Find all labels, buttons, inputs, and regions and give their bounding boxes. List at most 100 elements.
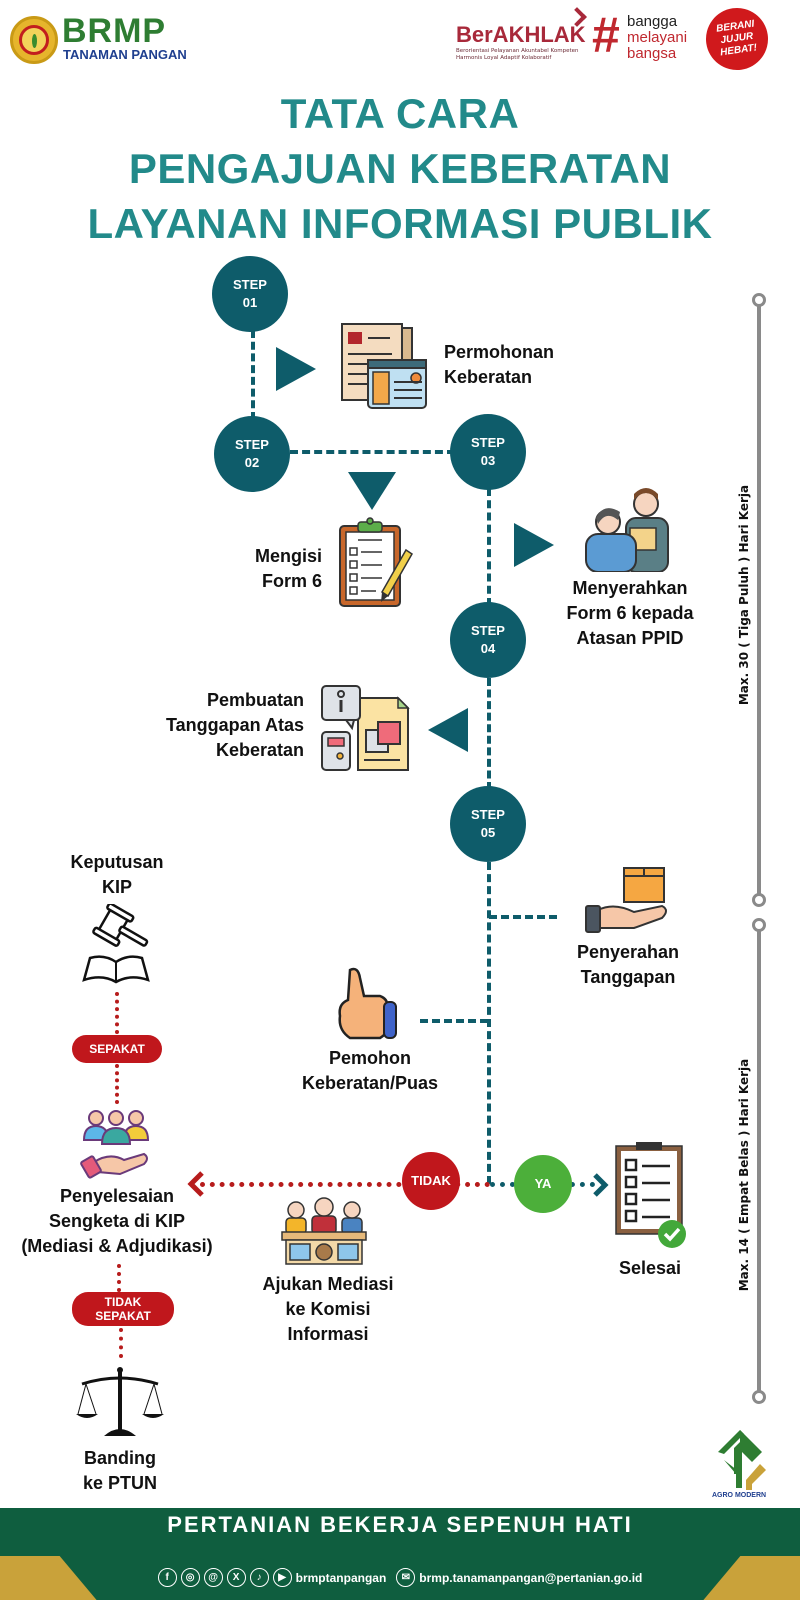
- label-selesai: Selesai: [618, 1258, 682, 1278]
- label-line: Pemohon: [328, 1048, 411, 1068]
- bangga-melayani-logo: bangga melayani bangsa: [627, 14, 687, 62]
- title-line-3: LAYANAN INFORMASI PUBLIK: [87, 200, 713, 247]
- label-line: Keputusan: [70, 852, 164, 872]
- label-mengisi-form: Mengisi Form 6: [220, 544, 322, 594]
- decision-tidak: TIDAK: [402, 1152, 460, 1210]
- facebook-icon[interactable]: f: [157, 1568, 177, 1587]
- connector-kip-sepakat: [115, 992, 119, 1034]
- label-line: Keberatan/Puas: [301, 1073, 439, 1093]
- label-line: Keberatan: [215, 740, 304, 760]
- info-document-icon: [321, 685, 410, 771]
- step-label: STEP: [471, 435, 505, 450]
- connector-tidak-sepakat-banding: [119, 1328, 123, 1358]
- step-number: 03: [480, 453, 496, 468]
- label-line: Form 6: [261, 571, 322, 591]
- badge-tidak-sepakat: TIDAK SEPAKAT: [72, 1292, 174, 1326]
- timeline-node: [752, 893, 766, 907]
- connector-sepakat-penyelesaian: [115, 1064, 119, 1104]
- instagram-icon[interactable]: ◎: [180, 1568, 200, 1587]
- hashtag-icon: #: [592, 7, 620, 63]
- step-number: 04: [480, 641, 496, 656]
- label-keputusan-kip: Keputusan KIP: [40, 850, 194, 900]
- connector-tidak: [200, 1182, 490, 1187]
- label-line: Penyelesaian: [59, 1186, 175, 1206]
- timeline-label-30: Max. 30 ( Tiga Puluh ) Hari Kerja: [737, 484, 751, 706]
- label-banding-ptun: Banding ke PTUN: [40, 1446, 200, 1496]
- label-line: Sengketa di KIP: [48, 1211, 186, 1231]
- threads-icon[interactable]: @: [203, 1568, 223, 1587]
- step-number: 01: [242, 295, 258, 310]
- timeline-label-14: Max. 14 ( Empat Belas ) Hari Kerja: [737, 1058, 751, 1292]
- arrow-down-icon: [348, 472, 396, 510]
- label-line: Keberatan: [444, 367, 533, 387]
- tiktok-icon[interactable]: ♪: [249, 1568, 269, 1587]
- label-penyelesaian-sengketa: Penyelesaian Sengketa di KIP (Mediasi & …: [6, 1184, 228, 1259]
- label-pembuatan-tanggapan: Pembuatan Tanggapan Atas Keberatan: [110, 688, 304, 763]
- connector-pemohon: [420, 1019, 488, 1023]
- youtube-icon[interactable]: ▶: [272, 1568, 292, 1587]
- x-icon[interactable]: X: [226, 1568, 246, 1587]
- arrow-right-icon: [276, 347, 316, 391]
- agro-modern-logo: [718, 1430, 766, 1490]
- step-label: STEP: [471, 807, 505, 822]
- label-line: Penyerahan: [576, 942, 680, 962]
- connector-step3-step4: [487, 488, 491, 606]
- badge-line: SEPAKAT: [95, 1309, 151, 1323]
- label-line: Mengisi: [254, 546, 322, 566]
- thumbs-up-icon: [338, 967, 397, 1040]
- label-permohonan-keberatan: Permohonan Keberatan: [444, 340, 554, 390]
- step-label: STEP: [233, 277, 267, 292]
- label-line: Ajukan Mediasi: [262, 1274, 394, 1294]
- hand-box-icon: [585, 867, 667, 933]
- timeline-node: [752, 293, 766, 307]
- timeline-14-days: [757, 931, 761, 1391]
- title-line-1: TATA CARA: [280, 90, 520, 137]
- connector-step5-decision: [487, 862, 491, 1184]
- connector-step4-step5: [487, 678, 491, 790]
- decision-ya: YA: [514, 1155, 572, 1213]
- brand-subtitle: TANAMAN PANGAN: [63, 47, 187, 62]
- label-line: Informasi: [287, 1324, 369, 1344]
- documents-icon: [341, 323, 427, 409]
- timeline-node: [752, 1390, 766, 1404]
- step-04: STEP 04: [450, 602, 526, 678]
- footer-slogan: PERTANIAN BEKERJA SEPENUH HATI: [167, 1512, 633, 1537]
- label-line: Banding: [84, 1448, 156, 1468]
- label-line: Menyerahkan: [572, 578, 688, 598]
- agro-modern-text: AGRO MODERN: [712, 1492, 767, 1499]
- step-03: STEP 03: [450, 414, 526, 490]
- label-line: Pembuatan: [206, 690, 304, 710]
- brmp-emblem-logo: [10, 16, 58, 64]
- social-handle[interactable]: brmptanpangan: [295, 1570, 387, 1585]
- timeline-30-days: [757, 306, 761, 894]
- berani-jujur-hebat-badge: BERANI JUJUR HEBAT!: [701, 3, 773, 75]
- badge-line: TIDAK: [104, 1295, 142, 1309]
- label-line: Tanggapan Atas: [165, 715, 304, 735]
- mediation-panel-icon: [281, 1197, 367, 1265]
- bangsa-line: bangsa: [627, 45, 677, 62]
- connector-step2-step3: [290, 450, 455, 454]
- arrow-left-red-icon: [187, 1171, 204, 1197]
- label-line: ke PTUN: [82, 1473, 158, 1493]
- footer-contact-row: f ◎ @ X ♪ ▶ brmptanpangan ✉ brmp.tanaman…: [0, 1568, 800, 1587]
- arrow-right-teal-icon: [593, 1173, 609, 1197]
- title-line-2: PENGAJUAN KEBERATAN: [128, 145, 672, 192]
- label-ajukan-mediasi: Ajukan Mediasi ke Komisi Informasi: [238, 1272, 418, 1347]
- step-01: STEP 01: [212, 256, 288, 332]
- label-line: (Mediasi & Adjudikasi): [21, 1236, 213, 1256]
- label-line: KIP: [101, 877, 132, 897]
- step-label: STEP: [471, 623, 505, 638]
- scales-of-justice-icon: [76, 1367, 164, 1436]
- label-pemohon-puas: Pemohon Keberatan/Puas: [290, 1046, 450, 1096]
- label-line: Atasan PPID: [576, 628, 684, 648]
- clipboard-pencil-icon: [339, 517, 413, 607]
- brand-name: BRMP: [62, 12, 167, 50]
- email-address[interactable]: brmp.tanamanpangan@pertanian.go.id: [419, 1570, 643, 1585]
- label-line: Tanggapan: [580, 967, 676, 987]
- gavel-book-icon: [82, 904, 150, 984]
- email-icon: ✉: [396, 1568, 416, 1587]
- step-number: 02: [244, 455, 260, 470]
- berakhlak-logo: BerAKHLAK: [456, 22, 586, 47]
- connector-step1-step2: [251, 330, 255, 420]
- label-line: Permohonan: [444, 342, 555, 362]
